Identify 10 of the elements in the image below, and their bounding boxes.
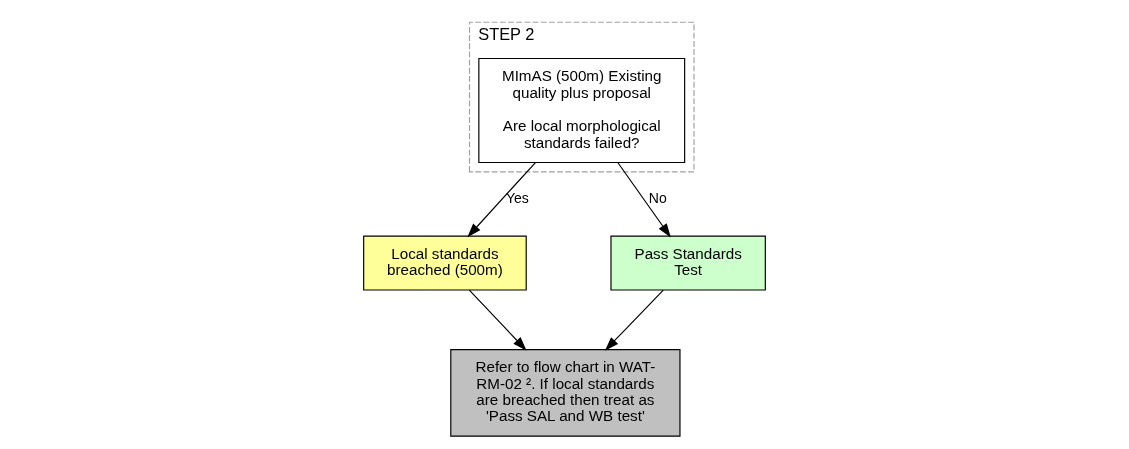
arrow xyxy=(467,161,536,238)
edge-label: Yes xyxy=(506,189,529,206)
arrow xyxy=(604,289,664,351)
arrow xyxy=(468,289,527,351)
node-box: MImAS (500m) Existing quality plus proposal Are local morphological standards failed? xyxy=(478,57,686,164)
node-box: Pass Standards Test xyxy=(610,235,766,291)
arrow xyxy=(617,161,671,238)
node-box: Local standards breached (500m) xyxy=(363,235,527,291)
edge-label: No xyxy=(648,189,667,206)
node-box: Refer to flow chart in WAT-RM-02 ². If local standards are breached then treat as 'Pass SAL and WB test' xyxy=(450,349,681,437)
